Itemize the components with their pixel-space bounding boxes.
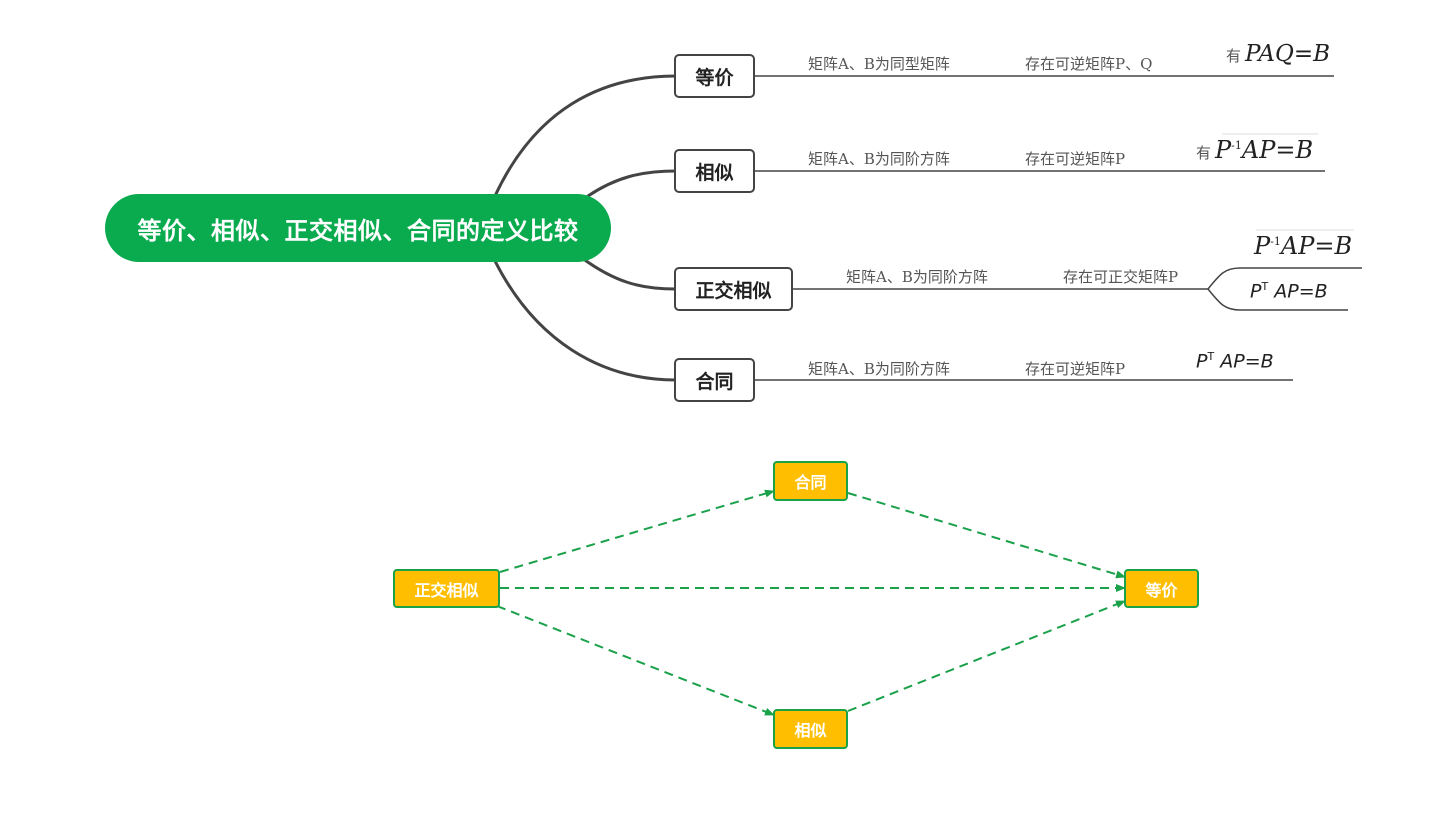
connector-cong — [493, 259, 678, 382]
flow-node-similarity: 相似 — [773, 709, 848, 749]
sim-condition-1: 矩阵A、B为同阶方阵 — [808, 150, 950, 168]
orth-result-1-base: P — [1254, 232, 1271, 260]
cong-result-base: P — [1196, 350, 1208, 373]
orth-result-2-base: P — [1250, 280, 1262, 303]
arrow-cong-to-equiv — [847, 492, 1126, 579]
cong-result-exp: T — [1207, 350, 1215, 363]
equiv-result-prefix: 有 — [1226, 47, 1242, 65]
orth-result-1-rest: AP=B — [1280, 232, 1353, 260]
orth-result-2-exp: T — [1261, 280, 1269, 293]
flow-node-orthogonal-similarity: 正交相似 — [393, 569, 500, 608]
root-title: 等价、相似、正交相似、合同的定义比较 — [105, 194, 611, 262]
arrow-sim-to-equiv — [847, 600, 1126, 712]
equiv-result-formula: PAQ=B — [1245, 41, 1331, 67]
fork-orth-top — [1207, 267, 1362, 290]
cong-result-rest: AP=B — [1220, 350, 1274, 373]
flow-node-congruence: 合同 — [773, 461, 848, 501]
cong-condition-2: 存在可逆矩阵P — [1025, 360, 1126, 378]
flow-node-equivalence: 等价 — [1124, 569, 1199, 608]
branch-similarity: 相似 — [674, 149, 755, 193]
sim-result-exp: -1 — [1231, 139, 1242, 152]
equiv-condition-1: 矩阵A、B为同型矩阵 — [808, 55, 950, 73]
cong-result: PT AP=B — [1196, 350, 1274, 372]
arrow-orth-to-cong — [499, 489, 775, 573]
arrow-orth-to-sim — [496, 605, 775, 716]
orth-result-1: P-1AP=B — [1254, 232, 1352, 260]
equiv-condition-2: 存在可逆矩阵P、Q — [1025, 55, 1153, 73]
connector-sim — [586, 169, 678, 198]
sim-result-prefix: 有 — [1196, 144, 1212, 162]
fork-orth-bottom — [1207, 288, 1348, 311]
sim-condition-2: 存在可逆矩阵P — [1025, 150, 1126, 168]
orth-result-1-exp: -1 — [1270, 235, 1281, 248]
orth-result-2-rest: AP=B — [1274, 280, 1328, 303]
connector-equiv — [493, 74, 678, 198]
orth-condition-1: 矩阵A、B为同阶方阵 — [846, 268, 988, 286]
sim-result-rest: AP=B — [1241, 136, 1314, 164]
branch-orthogonal-similarity: 正交相似 — [674, 267, 793, 311]
cong-condition-1: 矩阵A、B为同阶方阵 — [808, 360, 950, 378]
branch-congruence: 合同 — [674, 358, 755, 402]
orth-condition-2: 存在可正交矩阵P — [1063, 268, 1179, 286]
orth-result-2: PT AP=B — [1250, 280, 1328, 302]
sim-result-base: P — [1215, 136, 1232, 164]
branch-equivalence: 等价 — [674, 54, 755, 98]
connector-orth — [580, 256, 678, 291]
